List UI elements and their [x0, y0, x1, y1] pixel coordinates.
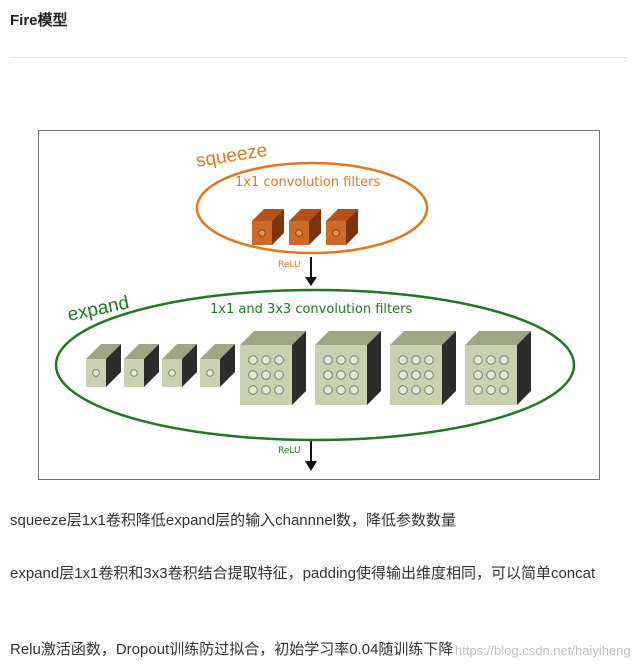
arrow-head-top [305, 277, 317, 286]
paragraph-squeeze: squeeze层1x1卷积降低expand层的输入channnel数，降低参数数… [10, 512, 456, 529]
relu-label-bottom: ReLU [278, 446, 301, 456]
squeeze-filter-1x1 [252, 209, 284, 245]
expand-filter-1x1 [86, 344, 121, 387]
arrow-head-bottom [305, 461, 317, 471]
divider [10, 57, 628, 58]
squeeze-filter-1x1 [289, 209, 321, 245]
expand-ellipse [54, 288, 576, 442]
squeeze-ellipse [195, 161, 429, 255]
expand-filter-1x1 [162, 344, 197, 387]
watermark: https://blog.csdn.net/haiyiheng [455, 643, 631, 658]
expand-filter-3x3 [240, 331, 306, 405]
page-title: Fire模型 [10, 12, 68, 29]
paragraph-expand: expand层1x1卷积和3x3卷积结合提取特征，padding使得输出维度相同… [10, 565, 596, 582]
expand-filter-3x3 [465, 331, 531, 405]
expand-filter-group [86, 331, 531, 405]
squeeze-filter-1x1 [326, 209, 358, 245]
expand-filter-3x3 [315, 331, 381, 405]
squeeze-filters-label: 1x1 convolution filters [235, 175, 380, 190]
expand-filters-label: 1x1 and 3x3 convolution filters [210, 302, 412, 317]
fire-module-diagram: squeeze 1x1 convolution filters ReLU exp… [54, 140, 576, 471]
fire-module-figure: squeeze 1x1 convolution filters ReLU exp… [38, 130, 600, 480]
expand-label: expand [66, 292, 131, 326]
relu-label-top: ReLU [278, 260, 301, 270]
paragraph-relu: Relu激活函数，Dropout训练防过拟合，初始学习率0.04随训练下降 [10, 641, 454, 658]
squeeze-filter-group [252, 209, 358, 245]
expand-filter-3x3 [390, 331, 456, 405]
expand-filter-1x1 [200, 344, 235, 387]
expand-filter-1x1 [124, 344, 159, 387]
